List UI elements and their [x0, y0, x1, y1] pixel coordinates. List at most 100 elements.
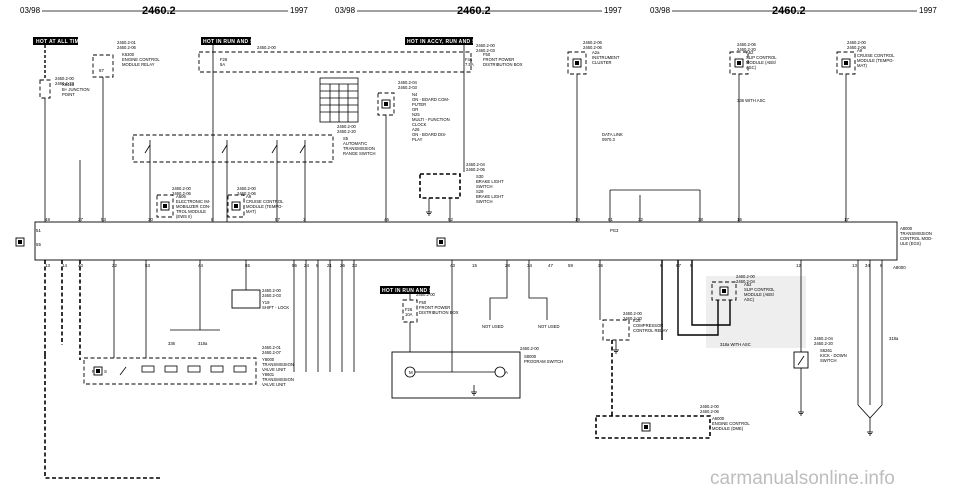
- svg-text:44: 44: [198, 263, 203, 268]
- header-number-2: 2460.2: [457, 5, 491, 17]
- pin-table: [319, 77, 359, 123]
- svg-text:3: 3: [303, 217, 306, 222]
- svg-text:67: 67: [676, 263, 681, 268]
- svg-text:26: 26: [340, 263, 345, 268]
- svg-text:M: M: [409, 370, 413, 375]
- banner-hot-run-start: HOT IN RUN AND START: [201, 37, 268, 45]
- header-year-1: 1997: [290, 6, 308, 15]
- svg-text:318a: 318a: [889, 336, 899, 341]
- svg-text:55: 55: [36, 242, 41, 247]
- banner-hot-accy-run-start: HOT IN ACCY, RUN AND START: [405, 37, 490, 45]
- svg-text:6: 6: [880, 263, 883, 268]
- svg-text:40: 40: [78, 263, 83, 268]
- svg-text:47: 47: [548, 263, 553, 268]
- svg-text:22: 22: [112, 263, 117, 268]
- svg-text:S: S: [104, 369, 107, 374]
- pins-top: 48 27 53 30 8 57 3 46 52 19 61 32 38 16 …: [45, 217, 849, 222]
- svg-text:318a WITH ASC: 318a WITH ASC: [720, 342, 751, 347]
- svg-text:33: 33: [352, 263, 357, 268]
- svg-text:24: 24: [304, 263, 309, 268]
- svg-text:27: 27: [78, 217, 83, 222]
- svg-text:87: 87: [99, 68, 104, 73]
- svg-text:336 WITH ASC: 336 WITH ASC: [737, 98, 765, 103]
- twisted-pair: 318a: [857, 260, 899, 436]
- svg-text:13: 13: [45, 263, 50, 268]
- svg-text:28: 28: [505, 263, 510, 268]
- svg-text:19: 19: [575, 217, 580, 222]
- svg-text:2460.2-00: 2460.2-00: [416, 292, 436, 297]
- header-number-1: 2460.2: [142, 5, 176, 17]
- header-date-2: 03/98: [335, 6, 356, 15]
- svg-text:2460.2-00: 2460.2-00: [257, 45, 277, 50]
- svg-text:HOT IN RUN AND START: HOT IN RUN AND START: [203, 39, 268, 45]
- svg-text:36: 36: [598, 263, 603, 268]
- svg-text:61: 61: [608, 217, 613, 222]
- header-year-3: 1997: [919, 6, 937, 15]
- svg-text:14: 14: [62, 263, 67, 268]
- svg-text:30: 30: [148, 217, 153, 222]
- svg-text:57: 57: [275, 217, 280, 222]
- header-date-1: 03/98: [20, 6, 41, 15]
- svg-text:53: 53: [101, 217, 106, 222]
- svg-text:48: 48: [45, 217, 50, 222]
- svg-text:32: 32: [638, 217, 643, 222]
- svg-text:8: 8: [211, 217, 214, 222]
- banner-hot-at-all-times: HOT AT ALL TIMES: [33, 37, 86, 45]
- svg-text:12: 12: [796, 263, 801, 268]
- svg-text:16: 16: [737, 217, 742, 222]
- svg-text:2460.2-00: 2460.2-00: [520, 346, 540, 351]
- svg-text:318a: 318a: [198, 341, 208, 346]
- svg-text:NOT USED: NOT USED: [482, 324, 504, 329]
- svg-text:34: 34: [527, 263, 532, 268]
- svg-text:HOT IN RUN AND START: HOT IN RUN AND START: [382, 288, 447, 294]
- svg-text:HOT IN ACCY, RUN AND START: HOT IN ACCY, RUN AND START: [407, 39, 490, 45]
- bottom-left-harness: 336 318a: [44, 260, 247, 479]
- svg-text:NOT USED: NOT USED: [538, 324, 560, 329]
